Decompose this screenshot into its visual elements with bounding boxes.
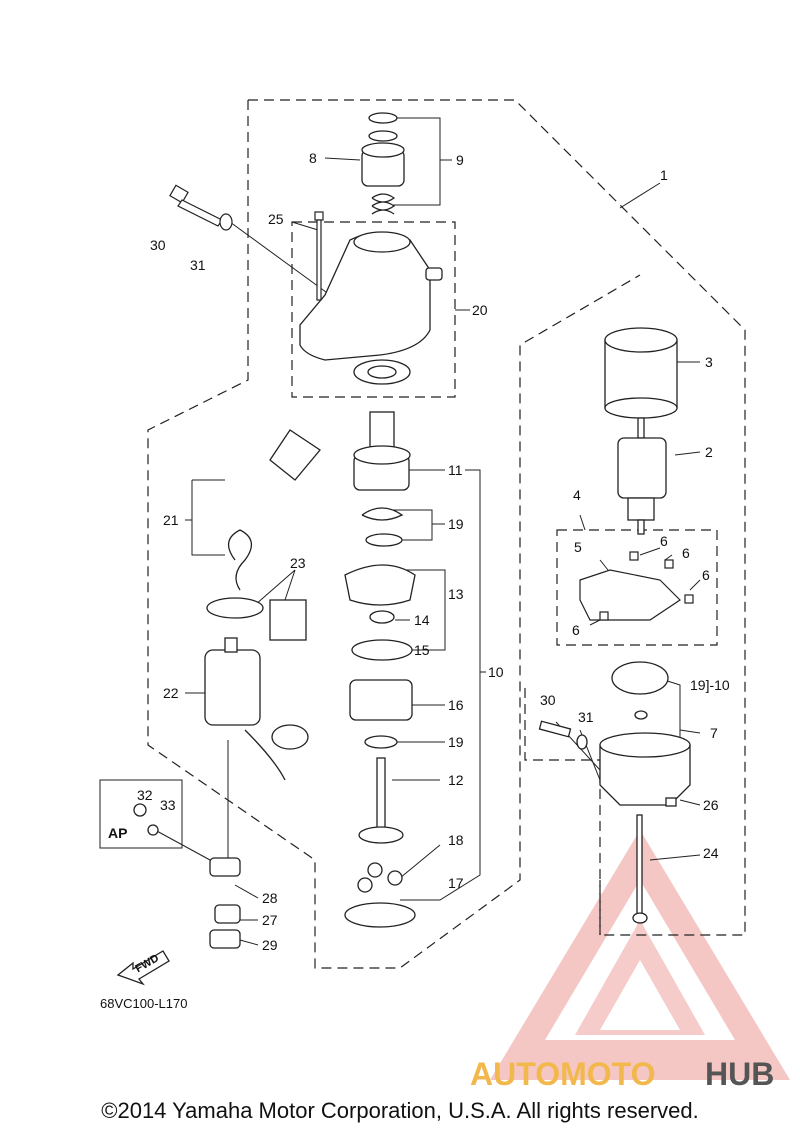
part-yoke — [604, 327, 678, 419]
callout-27: 27 — [262, 912, 278, 928]
callout-25: 25 — [268, 211, 284, 227]
callout-6c: 6 — [702, 567, 710, 583]
callout-31a: 31 — [190, 257, 206, 273]
part-brush-holder — [579, 551, 694, 621]
copyright-footer: ©2014 Yamaha Motor Corporation, U.S.A. A… — [101, 1098, 699, 1123]
callout-9: 9 — [456, 152, 464, 168]
part-rear-cover — [538, 661, 691, 924]
callout-14: 14 — [414, 612, 430, 628]
callout-4: 4 — [573, 487, 581, 503]
callout-numbers: 1 2 3 4 5 6 6 6 6 7 8 9 10 11 12 13 14 1… — [137, 150, 730, 953]
callout-2: 2 — [705, 444, 713, 460]
callout-17: 17 — [448, 875, 464, 891]
callout-28: 28 — [262, 890, 278, 906]
callout-23: 23 — [290, 555, 306, 571]
callout-16: 16 — [448, 697, 464, 713]
callout-6d: 6 — [572, 622, 580, 638]
callout-18: 18 — [448, 832, 464, 848]
callout-10: 10 — [488, 664, 504, 680]
callout-8: 8 — [309, 150, 317, 166]
callout-20: 20 — [472, 302, 488, 318]
diagram-code: 68VC100-L170 — [100, 996, 187, 1011]
part-pinion-gear-set — [361, 112, 405, 215]
callout-11: 11 — [448, 462, 463, 478]
callout-15: 15 — [414, 642, 430, 658]
callout-19a: 19 — [448, 516, 464, 532]
part-bolt-30-upper — [169, 184, 233, 231]
watermark-brand-part2: HUB — [705, 1056, 774, 1092]
callout-21: 21 — [163, 512, 179, 528]
ap-box: AP — [99, 779, 183, 849]
callout-6a: 6 — [660, 533, 668, 549]
callout-30b: 30 — [540, 692, 556, 708]
callout-29: 29 — [262, 937, 278, 953]
watermark-brand-part1: AUTOMOTO — [470, 1056, 655, 1092]
callout-3: 3 — [705, 354, 713, 370]
assembly-boundary-dashed — [147, 99, 746, 969]
callout-1: 1 — [660, 167, 668, 183]
callout-7: 7 — [710, 725, 718, 741]
part-solenoid-parts — [133, 597, 309, 949]
part-shift-lever — [228, 429, 321, 591]
watermark-logo — [490, 830, 790, 1080]
callout-19b: 19 — [448, 734, 464, 750]
callout-13: 13 — [448, 586, 464, 602]
callout-31b: 31 — [578, 709, 594, 725]
part-bolt-25 — [314, 211, 324, 301]
callout-12: 12 — [448, 772, 464, 788]
callout-30a: 30 — [150, 237, 166, 253]
callout-5: 5 — [574, 539, 582, 555]
part-front-bracket — [299, 231, 443, 385]
ap-label: AP — [108, 825, 127, 841]
fwd-arrow: FWD — [116, 950, 170, 986]
callout-32: 32 — [137, 787, 153, 803]
callout-24: 24 — [703, 845, 719, 861]
callout-26: 26 — [703, 797, 719, 813]
callout-6b: 6 — [682, 545, 690, 561]
callout-19c: 19]-10 — [690, 677, 730, 693]
part-clutch-shaft — [344, 411, 416, 928]
part-armature — [617, 417, 667, 535]
callout-33: 33 — [160, 797, 176, 813]
callout-22: 22 — [163, 685, 179, 701]
watermark-text: AUTOMOTO HUB — [470, 1056, 774, 1092]
